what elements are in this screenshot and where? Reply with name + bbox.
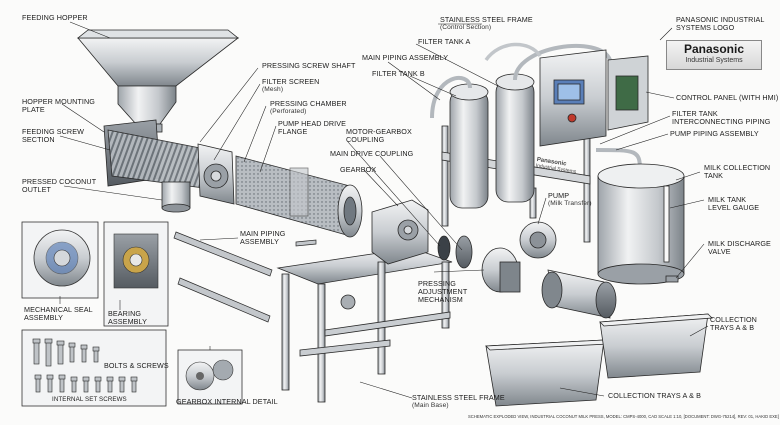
milk-transfer-pump <box>519 221 557 259</box>
main-motor <box>541 269 617 319</box>
milk-collection-tank <box>597 163 685 285</box>
bolts-screws-inset <box>21 329 167 407</box>
label-control-panel: CONTROL PANEL (with HMI) <box>676 93 779 102</box>
label-pump-piping: PUMP PIPING ASSEMBLY <box>670 129 759 138</box>
pressing-chamber <box>235 155 363 238</box>
label-milk-level-gauge: MILK TANK LEVEL GAUGE <box>708 195 760 213</box>
label-filter-interconnect: FILTER TANK INTERCONNECTING PIPING <box>672 109 771 127</box>
logo-brand: Panasonic <box>683 42 745 56</box>
label-filter-tank-a: FILTER TANK A <box>418 37 471 46</box>
label-frame-main: STAINLESS STEEL FRAME(Main Base) <box>412 393 505 410</box>
mechanical-seal-inset <box>21 221 99 299</box>
label-pressing-chamber: PRESSING CHAMBER(Perforated) <box>270 99 347 116</box>
panasonic-logo-box: Panasonic Industrial Systems <box>666 40 762 70</box>
label-bearing-assembly: BEARING ASSEMBLY <box>108 309 148 327</box>
label-gearbox: GEARBOX <box>340 165 377 174</box>
label-collection-trays-right: COLLECTION TRAYS A & B <box>710 315 757 333</box>
label-motor-gearbox-coupling: MOTOR-GEARBOX COUPLING <box>346 127 412 145</box>
label-collection-trays-bottom: COLLECTION TRAYS A & B <box>608 391 702 400</box>
filter-tank-b <box>449 83 489 209</box>
main-piping-rods <box>173 231 317 323</box>
bearing-inset <box>103 221 169 327</box>
feeding-hopper <box>76 29 240 133</box>
label-hopper-mounting-plate: HOPPER MOUNTING PLATE <box>22 97 95 115</box>
label-milk-discharge-valve: MILK DISCHARGE VALVE <box>708 239 771 257</box>
label-internal-set-screws: INTERNAL SET SCREWS <box>52 396 127 403</box>
label-feeding-screw-section: FEEDING SCREW SECTION <box>22 127 84 145</box>
label-pressing-screw-shaft: PRESSING SCREW SHAFT <box>262 61 356 70</box>
label-pressing-adjustment: PRESSING ADJUSTMENT MECHANISM <box>418 279 468 305</box>
label-filter-screen: FILTER SCREEN(Mesh) <box>262 77 320 94</box>
label-pressed-coconut-outlet: PRESSED COCONUT OUTLET <box>22 177 97 195</box>
label-logo: PANASONIC INDUSTRIAL SYSTEMS LOGO <box>676 15 765 33</box>
logo-division: Industrial Systems <box>685 57 743 64</box>
label-bolts-screws: BOLTS & SCREWS <box>104 361 169 370</box>
collection-trays <box>485 313 713 407</box>
label-milk-collection-tank: MILK COLLECTION TANK <box>704 163 771 181</box>
label-frame-control: STAINLESS STEEL FRAME(Control Section) <box>440 15 533 32</box>
label-gearbox-detail: GEARBOX INTERNAL DETAIL <box>176 397 278 406</box>
filter-piping <box>430 42 642 171</box>
pump-head-flange <box>197 143 235 205</box>
label-mechanical-seal: MECHANICAL SEAL ASSEMBLY <box>24 305 93 323</box>
label-main-piping-top: MAIN PIPING ASSEMBLY <box>362 53 449 62</box>
gearbox <box>371 199 429 265</box>
label-pump-head-flange: PUMP HEAD DRIVE FLANGE <box>278 119 347 137</box>
motor-gearbox-coupling <box>437 235 521 293</box>
filter-tank-a <box>495 73 535 203</box>
label-pump: PUMP(Milk Transfer) <box>548 191 592 208</box>
label-main-piping: MAIN PIPING ASSEMBLY <box>240 229 286 247</box>
label-filter-tank-b: FILTER TANK B <box>372 69 425 78</box>
gearbox-detail-inset <box>177 349 243 405</box>
feeding-screw-section <box>103 119 205 213</box>
control-panel <box>539 49 649 147</box>
label-feeding-hopper: FEEDING HOPPER <box>22 13 88 22</box>
leader-lines <box>59 21 709 399</box>
drawing-caption: SCHEMATIC EXPLODED VIEW, INDUSTRIAL COCO… <box>468 414 779 419</box>
label-main-drive-coupling: MAIN DRIVE COUPLING <box>330 149 414 158</box>
main-base-frame <box>276 247 453 403</box>
